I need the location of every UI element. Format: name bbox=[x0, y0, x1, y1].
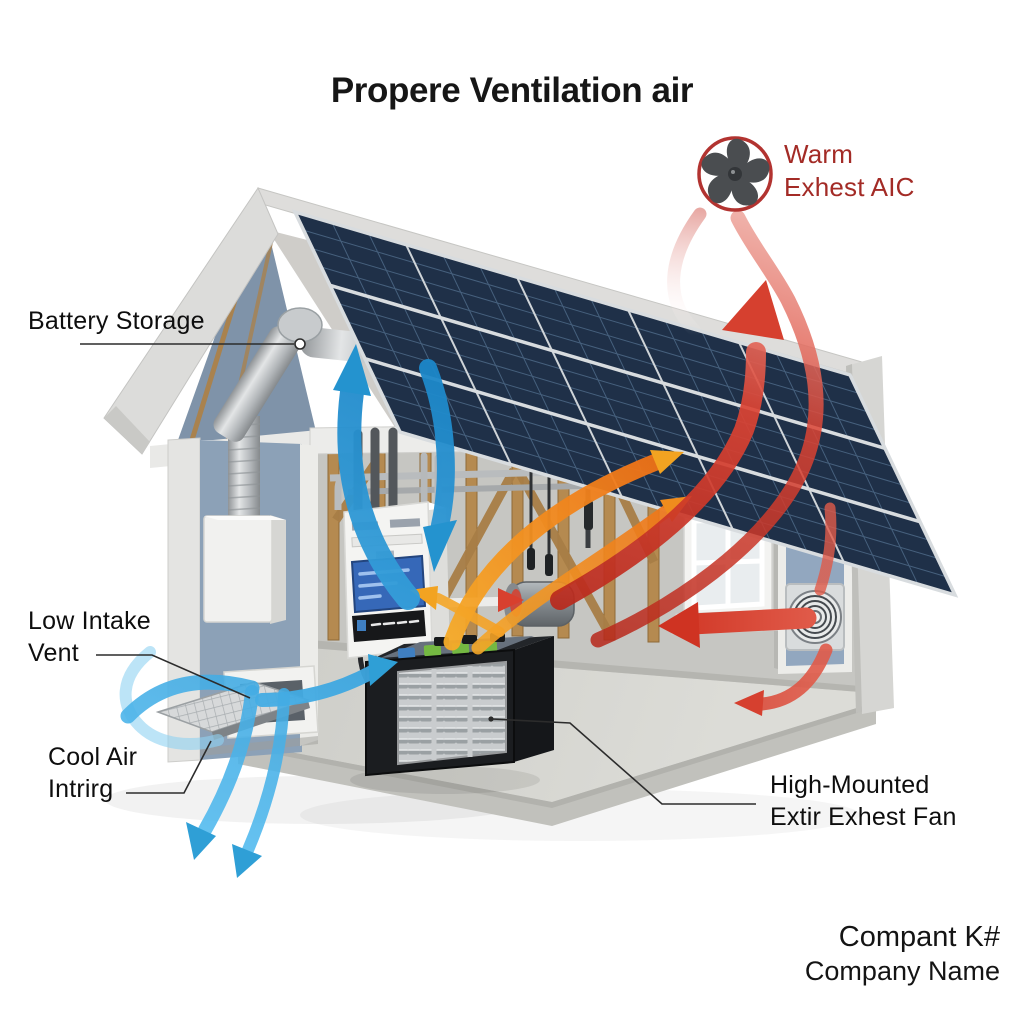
cool-air-arrows bbox=[119, 344, 457, 878]
warm-exhaust-label: Warm Exhest AIC bbox=[784, 138, 915, 203]
company-line2: Company Name bbox=[804, 955, 1000, 986]
leader-lines bbox=[80, 338, 756, 805]
exhaust-air-arrows bbox=[498, 207, 837, 716]
flex-duct bbox=[213, 307, 323, 520]
high-mounted-fan-line2: Extir Exhest Fan bbox=[770, 802, 957, 831]
cool-air-line1: Cool Air bbox=[48, 743, 138, 771]
battery-bank bbox=[365, 633, 554, 777]
page-title: Propere Ventilation air bbox=[330, 71, 694, 111]
warm-air-arrows bbox=[410, 450, 692, 655]
low-intake-vent-line1: Low Intake bbox=[28, 607, 151, 635]
cool-air-line2: Intrirg bbox=[48, 774, 114, 803]
company-signature: Compant K# Company Name bbox=[805, 920, 1000, 989]
company-line1: Compant K# bbox=[838, 921, 1000, 953]
low-intake-vent-label: Low Intake Vent bbox=[28, 606, 151, 669]
battery-storage-label: Battery Storage bbox=[28, 307, 205, 335]
warm-exhaust-label-line2: Exhest AIC bbox=[784, 171, 915, 202]
high-mounted-fan-line1: High-Mounted bbox=[770, 771, 930, 799]
ventilation-unit bbox=[203, 515, 286, 624]
cool-air-label: Cool Air Intrirg bbox=[48, 742, 137, 805]
low-intake-vent-line2: Vent bbox=[28, 638, 79, 667]
high-mounted-fan-label: High-Mounted Extir Exhest Fan bbox=[770, 770, 957, 833]
fan-icon bbox=[697, 136, 773, 212]
warm-exhaust-label-line1: Warm bbox=[784, 139, 854, 169]
